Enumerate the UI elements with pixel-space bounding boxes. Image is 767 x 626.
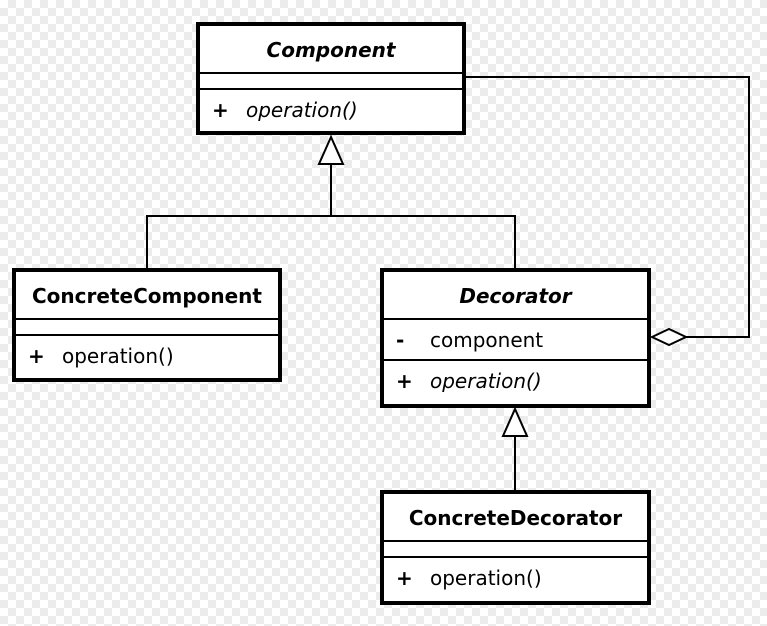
operation-row: + operation() (384, 558, 647, 598)
visibility-marker: + (28, 344, 45, 368)
operation-row: + operation() (16, 336, 278, 376)
operation-row: + operation() (384, 361, 647, 401)
visibility-marker: + (396, 369, 413, 393)
attributes-compartment (200, 74, 462, 90)
class-concrete-decorator[interactable]: ConcreteDecorator + operation() (380, 490, 651, 605)
class-name: ConcreteComponent (16, 272, 278, 320)
class-component[interactable]: Component + operation() (196, 22, 466, 135)
class-name: Component (200, 26, 462, 74)
attribute-name: component (430, 328, 544, 352)
inheritance-arrowhead-icon (501, 406, 529, 437)
attribute-row: - component (384, 320, 647, 360)
aggregation-connector (466, 76, 750, 338)
aggregation-diamond-icon (649, 327, 689, 347)
class-name: Decorator (384, 272, 647, 320)
inheritance-arrowhead-icon (317, 134, 345, 165)
attributes-compartment: - component (384, 320, 647, 361)
operation-name: operation() (430, 369, 542, 393)
operation-row: + operation() (200, 90, 462, 130)
operation-name: operation() (62, 344, 174, 368)
class-name: ConcreteDecorator (384, 494, 647, 542)
operation-name: operation() (430, 566, 542, 590)
attributes-compartment (384, 542, 647, 558)
class-concrete-component[interactable]: ConcreteComponent + operation() (12, 268, 282, 382)
generalization-connector-component (146, 215, 516, 268)
visibility-marker: + (396, 566, 413, 590)
attributes-compartment (16, 320, 278, 336)
visibility-marker: + (212, 98, 229, 122)
class-decorator[interactable]: Decorator - component + operation() (380, 268, 651, 408)
operation-name: operation() (246, 98, 358, 122)
visibility-marker: - (396, 328, 405, 352)
